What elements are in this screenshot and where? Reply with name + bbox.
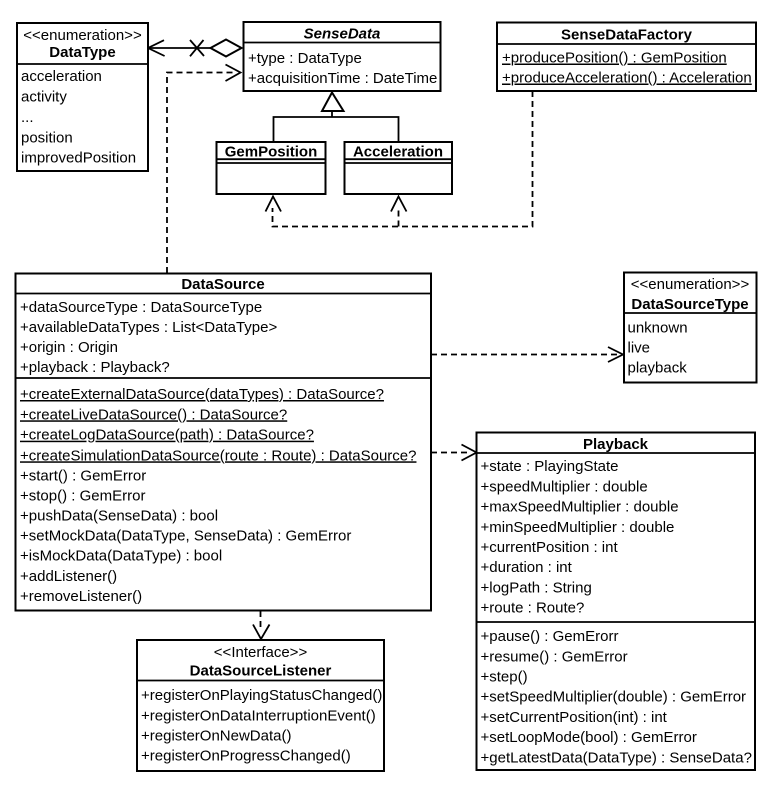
svg-text:DataSourceListener: DataSourceListener: [190, 663, 332, 680]
svg-text:+acquisitionTime : DateTime: +acquisitionTime : DateTime: [248, 70, 437, 87]
svg-text:+produceAcceleration() : Accel: +produceAcceleration() : Acceleration: [502, 70, 752, 87]
svg-text:improvedPosition: improvedPosition: [21, 150, 136, 167]
svg-text:+setSpeedMultiplier(double) :: +setSpeedMultiplier(double) : GemError: [481, 689, 747, 706]
svg-text:playback: playback: [628, 360, 688, 377]
svg-text:+dataSourceType : DataSourceTy: +dataSourceType : DataSourceType: [20, 299, 262, 316]
svg-text:+createExternalDataSource(data: +createExternalDataSource(dataTypes) : D…: [20, 386, 384, 403]
svg-text:+registerOnPlayingStatusChange: +registerOnPlayingStatusChanged(): [141, 687, 382, 704]
svg-text:...: ...: [21, 109, 34, 126]
svg-text:<<enumeration>>: <<enumeration>>: [631, 276, 750, 293]
svg-text:DataSourceType: DataSourceType: [631, 296, 748, 313]
svg-text:+logPath : String: +logPath : String: [481, 579, 592, 596]
svg-text:+removeListener(): +removeListener(): [20, 588, 142, 605]
svg-text:+state : PlayingState: +state : PlayingState: [481, 458, 619, 475]
svg-text:+getLatestData(DataType) : Sen: +getLatestData(DataType) : SenseData?: [481, 750, 752, 767]
svg-text:+isMockData(DataType) : bool: +isMockData(DataType) : bool: [20, 548, 222, 565]
svg-text:SenseDataFactory: SenseDataFactory: [561, 27, 693, 44]
svg-text:Playback: Playback: [583, 436, 649, 453]
svg-text:+origin : Origin: +origin : Origin: [20, 339, 118, 356]
svg-text:+registerOnDataInterruptionEve: +registerOnDataInterruptionEvent(): [141, 707, 376, 724]
svg-text:+speedMultiplier : double: +speedMultiplier : double: [481, 478, 648, 495]
svg-text:+availableDataTypes : List<Dat: +availableDataTypes : List<DataType>: [20, 319, 277, 336]
svg-text:+playback : Playback?: +playback : Playback?: [20, 359, 170, 376]
svg-text:+setCurrentPosition(int) : int: +setCurrentPosition(int) : int: [481, 709, 668, 726]
svg-text:position: position: [21, 130, 73, 147]
svg-text:+currentPosition : int: +currentPosition : int: [481, 539, 619, 556]
svg-text:+duration : int: +duration : int: [481, 559, 573, 576]
svg-text:<<Interface>>: <<Interface>>: [214, 644, 308, 661]
svg-text:+createLogDataSource(path) : D: +createLogDataSource(path) : DataSource?: [20, 427, 314, 444]
svg-text:+registerOnNewData(): +registerOnNewData(): [141, 728, 291, 745]
svg-text:+type : DataType: +type : DataType: [248, 50, 362, 67]
svg-text:+producePosition() : GemPositi: +producePosition() : GemPosition: [502, 50, 727, 67]
svg-text:acceleration: acceleration: [21, 68, 102, 85]
svg-text:+createSimulationDataSource(ro: +createSimulationDataSource(route : Rout…: [20, 447, 416, 464]
svg-text:<<enumeration>>: <<enumeration>>: [23, 27, 142, 44]
svg-text:+registerOnProgressChanged(): +registerOnProgressChanged(): [141, 748, 351, 765]
svg-text:DataType: DataType: [49, 44, 115, 61]
svg-text:+route : Route?: +route : Route?: [481, 600, 585, 617]
svg-text:Acceleration: Acceleration: [353, 144, 443, 161]
svg-text:+pause() : GemErorr: +pause() : GemErorr: [481, 628, 619, 645]
svg-text:+maxSpeedMultiplier : double: +maxSpeedMultiplier : double: [481, 499, 679, 516]
svg-text:+resume() : GemError: +resume() : GemError: [481, 648, 628, 665]
svg-text:+stop() : GemError: +stop() : GemError: [20, 487, 145, 504]
svg-text:+setMockData(DataType, SenseDa: +setMockData(DataType, SenseData) : GemE…: [20, 527, 351, 544]
svg-text:+createLiveDataSource() : Data: +createLiveDataSource() : DataSource?: [20, 406, 287, 423]
svg-text:+addListener(): +addListener(): [20, 568, 117, 585]
svg-text:+minSpeedMultiplier : double: +minSpeedMultiplier : double: [481, 519, 675, 536]
svg-text:SenseData: SenseData: [304, 26, 381, 43]
svg-text:+pushData(SenseData) : bool: +pushData(SenseData) : bool: [20, 507, 218, 524]
svg-text:+setLoopMode(bool) : GemError: +setLoopMode(bool) : GemError: [481, 729, 697, 746]
svg-text:+start() : GemError: +start() : GemError: [20, 467, 146, 484]
svg-text:activity: activity: [21, 89, 67, 106]
svg-text:unknown: unknown: [628, 319, 688, 336]
svg-text:live: live: [628, 340, 651, 357]
svg-text:GemPosition: GemPosition: [225, 144, 318, 161]
svg-text:+step(): +step(): [481, 668, 528, 685]
svg-text:DataSource: DataSource: [181, 276, 264, 293]
